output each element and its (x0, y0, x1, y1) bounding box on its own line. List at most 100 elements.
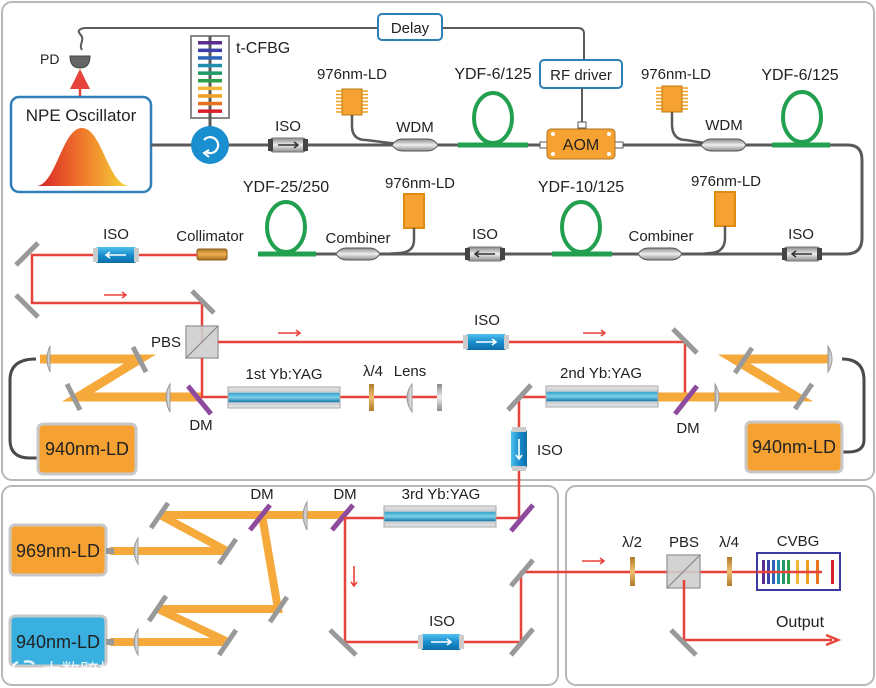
iso-top-label: ISO (275, 118, 301, 135)
cvbg: CVBG (756, 533, 841, 591)
ld3-label: 976nm-LD (691, 173, 761, 190)
arrow-left-icon (790, 250, 812, 258)
pump-ld-940-right: 940nm-LD (744, 420, 844, 474)
dichroic-mirror-a (248, 503, 272, 532)
direction-arrow-icon (583, 329, 607, 337)
arrow-left-icon (473, 250, 495, 258)
qwp2-label: λ/4 (719, 534, 739, 551)
fiber-coil-icon (560, 200, 602, 254)
laser-beam-yag1 (200, 358, 440, 399)
collimator: Collimator (176, 228, 244, 261)
ld4-label: 976nm-LD (385, 175, 455, 192)
collimator-label: Collimator (176, 228, 244, 245)
direction-arrow-icon (104, 291, 128, 299)
direction-arrow-icon (582, 557, 606, 565)
ld940-right-label: 940nm-LD (752, 437, 836, 457)
ydf-25-250: YDF-25/250 (243, 179, 329, 257)
mirror (216, 537, 239, 566)
ydf4-label: YDF-25/250 (243, 179, 329, 196)
yb-yag-crystal-1 (227, 386, 341, 409)
yb-yag-crystal-2 (545, 385, 659, 408)
grating-bar (198, 79, 222, 83)
cvbg-label: CVBG (777, 533, 820, 550)
laser-diode-icon (403, 193, 425, 229)
free-space-isolator-4: ISO (418, 613, 464, 650)
iso-free-label: ISO (103, 226, 129, 243)
lens (133, 627, 139, 657)
circulator-icon (203, 136, 220, 155)
free-space-isolator-3: ISO (511, 427, 563, 471)
delay-box: Delay (377, 13, 443, 41)
grating-bar (198, 41, 222, 45)
trigger-cable (77, 27, 585, 60)
pbs-2: PBS (666, 534, 701, 589)
watermark-logo-icon (11, 660, 35, 676)
output-arrow-icon (825, 633, 842, 647)
direction-arrow-icon (350, 566, 358, 588)
iso-third-label: ISO (429, 613, 455, 630)
grating-bar (198, 71, 222, 75)
pbs2-label: PBS (669, 534, 699, 551)
pd-label: PD (40, 51, 59, 67)
pump-fiber-1 (8, 357, 40, 460)
photodiode: PD (40, 51, 91, 69)
ld2-label: 976nm-LD (641, 66, 711, 83)
pump-beam-969 (110, 511, 270, 555)
mirror (267, 595, 290, 624)
grating-bars (198, 41, 222, 113)
quarter-wave-plate-1 (369, 384, 374, 411)
pump-fiber-2 (840, 357, 866, 454)
ld940-left-label: 940nm-LD (45, 439, 129, 459)
combiner-left-label: Combiner (325, 230, 390, 247)
mirror (792, 382, 815, 411)
lens (827, 344, 833, 374)
fiber-coil-icon (265, 200, 307, 254)
rf-driver-box: RF driver (539, 59, 623, 89)
fiber-coil-icon (472, 91, 514, 145)
wdm-1: WDM (391, 119, 439, 152)
npe-oscillator: NPE Oscillator (9, 95, 153, 194)
gaussian-pulse-icon (36, 128, 130, 186)
grating-bar (198, 86, 222, 91)
mirror (14, 293, 40, 319)
panel-third-amp (1, 485, 559, 686)
pump-ld-976-1: 976nm-LD (317, 66, 399, 146)
half-wave-plate (630, 557, 635, 586)
watermark-text: 大数跨境 (42, 660, 118, 682)
mirror (14, 241, 40, 267)
lens (714, 382, 720, 413)
pump-beam-1 (40, 354, 202, 402)
dichroic-mirror-c (509, 503, 535, 533)
dichroic-mirror-2 (673, 384, 699, 416)
arrow-down-icon (515, 439, 523, 461)
fiber-top-right (265, 143, 864, 256)
laser-diode-icon (656, 85, 688, 113)
laser-beam-yag3 (343, 516, 640, 644)
arrow-right-icon (278, 141, 300, 149)
yag1-label: 1st Yb:YAG (246, 366, 323, 383)
fiber-isolator-right: ISO (782, 226, 822, 262)
wdm-2: WDM (700, 117, 747, 152)
iso-right-label: ISO (788, 226, 814, 243)
mirror (506, 383, 533, 412)
lens-label: Lens (394, 363, 427, 380)
oscillator-label: NPE Oscillator (26, 106, 137, 125)
free-space-isolator-1: ISO (93, 226, 139, 263)
mirror (732, 346, 755, 375)
mirror (671, 327, 699, 355)
iso-down-label: ISO (537, 442, 563, 459)
laser-diode-icon (714, 191, 736, 227)
aom: AOM (539, 121, 624, 160)
pump-ld-976-4: 976nm-LD (384, 175, 455, 256)
mirror (509, 558, 535, 588)
output-label: Output (776, 614, 825, 631)
mirror (146, 594, 169, 623)
grating-bar (831, 560, 834, 584)
pump-ld-940-left: 940nm-LD (36, 422, 138, 476)
dichroic-mirror-b (330, 503, 355, 532)
fiber-coil-icon (781, 90, 823, 144)
photodiode-icon (69, 55, 91, 69)
dm1-label: DM (189, 417, 212, 434)
tcfbg-label: t-CFBG (236, 40, 290, 57)
